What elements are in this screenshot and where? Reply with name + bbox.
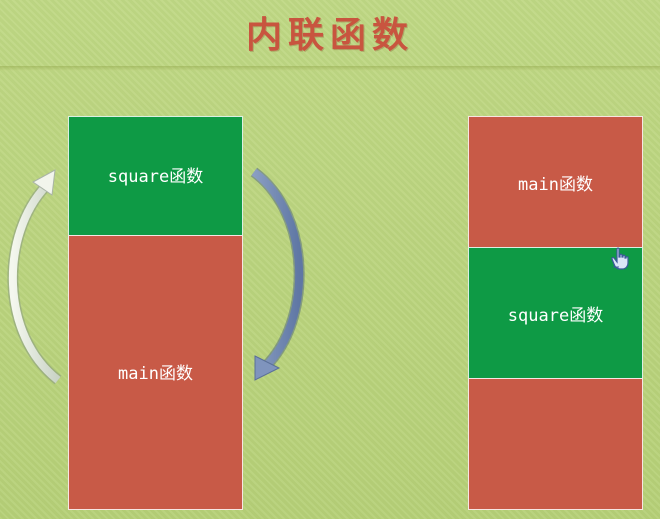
right-square-function-block: square函数 (468, 247, 643, 379)
slide-title: 内联函数 (245, 14, 414, 56)
hand-cursor-icon (611, 247, 629, 270)
left-main-function-block: main函数 (68, 235, 243, 510)
left-square-function-block: square函数 (68, 116, 243, 236)
right-main-label: main函数 (518, 174, 593, 195)
right-square-label: square函数 (507, 305, 604, 326)
title-divider (0, 66, 660, 71)
left-main-label: main函数 (118, 364, 193, 384)
left-square-label: square函数 (107, 166, 204, 187)
curved-arrow-down-icon (250, 167, 305, 381)
right-bottom-block (468, 378, 643, 510)
curved-arrow-up-icon (7, 169, 62, 385)
right-main-function-block: main函数 (468, 116, 643, 248)
